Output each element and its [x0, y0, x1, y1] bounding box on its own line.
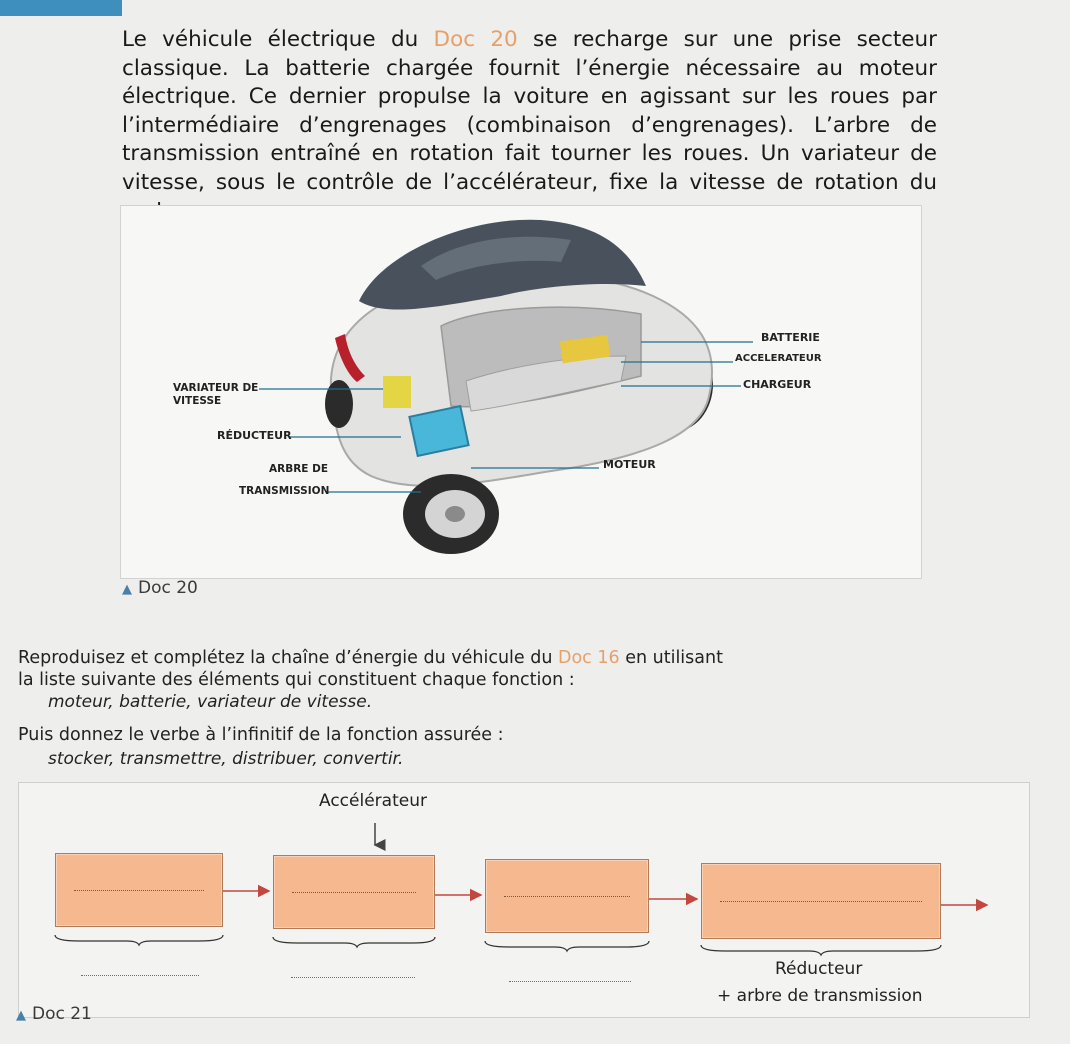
label-batterie: BATTERIE: [761, 331, 820, 344]
label-moteur: MOTEUR: [603, 458, 656, 471]
label-chargeur: CHARGEUR: [743, 378, 812, 391]
intro-text-1: Le véhicule électrique du: [122, 27, 434, 52]
instruction-1-text-a: Reproduisez et complétez la chaîne d’éne…: [18, 648, 558, 668]
verb-blank-3[interactable]: [509, 981, 631, 982]
function-box-4[interactable]: [701, 863, 941, 939]
label-reducteur: RÉDUCTEUR: [217, 429, 292, 442]
doc-20-reference: Doc 20: [433, 27, 518, 52]
label-arbre-1: ARBRE DE: [269, 463, 328, 475]
shaft-label: + arbre de transmission: [717, 986, 923, 1006]
label-accelerateur: ACCELERATEUR: [735, 353, 822, 364]
reducer-label: Réducteur: [775, 959, 863, 979]
triangle-icon: ▲: [122, 582, 132, 597]
glass-roof-icon: [359, 219, 646, 310]
doc-21-caption-text: Doc 21: [32, 1004, 92, 1024]
intro-paragraph: Le véhicule électrique du Doc 20 se rech…: [122, 26, 937, 226]
answer-dotted-line: [504, 896, 630, 897]
vehicle-figure: BATTERIE ACCELERATEUR CHARGEUR VARIATEUR…: [120, 205, 922, 579]
verb-blank-2[interactable]: [291, 977, 415, 978]
answer-dotted-line: [720, 901, 922, 902]
label-variateur-1: VARIATEUR DE: [173, 382, 258, 394]
function-box-2[interactable]: [273, 855, 435, 929]
label-arbre-2: TRANSMISSION: [239, 485, 329, 497]
doc-21-caption: ▲ Doc 21: [16, 1004, 92, 1024]
intro-text-2: se recharge sur une prise secteur classi…: [122, 27, 937, 223]
vehicle-illustration: BATTERIE ACCELERATEUR CHARGEUR VARIATEUR…: [173, 219, 822, 554]
accelerator-label: Accélérateur: [319, 791, 427, 811]
doc-16-reference: Doc 16: [558, 648, 620, 668]
instruction-1-text-b: en utilisant la liste suivante des éléme…: [18, 648, 723, 690]
variator-component: [383, 376, 411, 408]
answer-dotted-line: [292, 892, 416, 893]
function-box-3[interactable]: [485, 859, 649, 933]
answer-dotted-line: [74, 890, 204, 891]
energy-chain-diagram: Accélérateur Réducteur + arbre de transm…: [18, 782, 1030, 1018]
doc-20-caption-text: Doc 20: [138, 578, 198, 598]
verb-blank-1[interactable]: [81, 975, 199, 976]
battery-component: [559, 334, 611, 364]
function-box-1[interactable]: [55, 853, 223, 927]
element-list: moteur, batterie, variateur de vitesse.: [48, 692, 373, 712]
instruction-2: Puis donnez le verbe à l’infinitif de la…: [18, 725, 504, 745]
verb-list: stocker, transmettre, distribuer, conver…: [48, 749, 404, 769]
doc-20-caption: ▲ Doc 20: [122, 578, 198, 598]
corner-tab: [0, 0, 122, 16]
instruction-1: Reproduisez et complétez la chaîne d’éne…: [18, 647, 738, 691]
label-variateur-2: VITESSE: [173, 395, 221, 407]
motor-component: [408, 404, 470, 458]
triangle-icon: ▲: [16, 1008, 26, 1023]
energy-chain-arrows: [54, 823, 989, 957]
